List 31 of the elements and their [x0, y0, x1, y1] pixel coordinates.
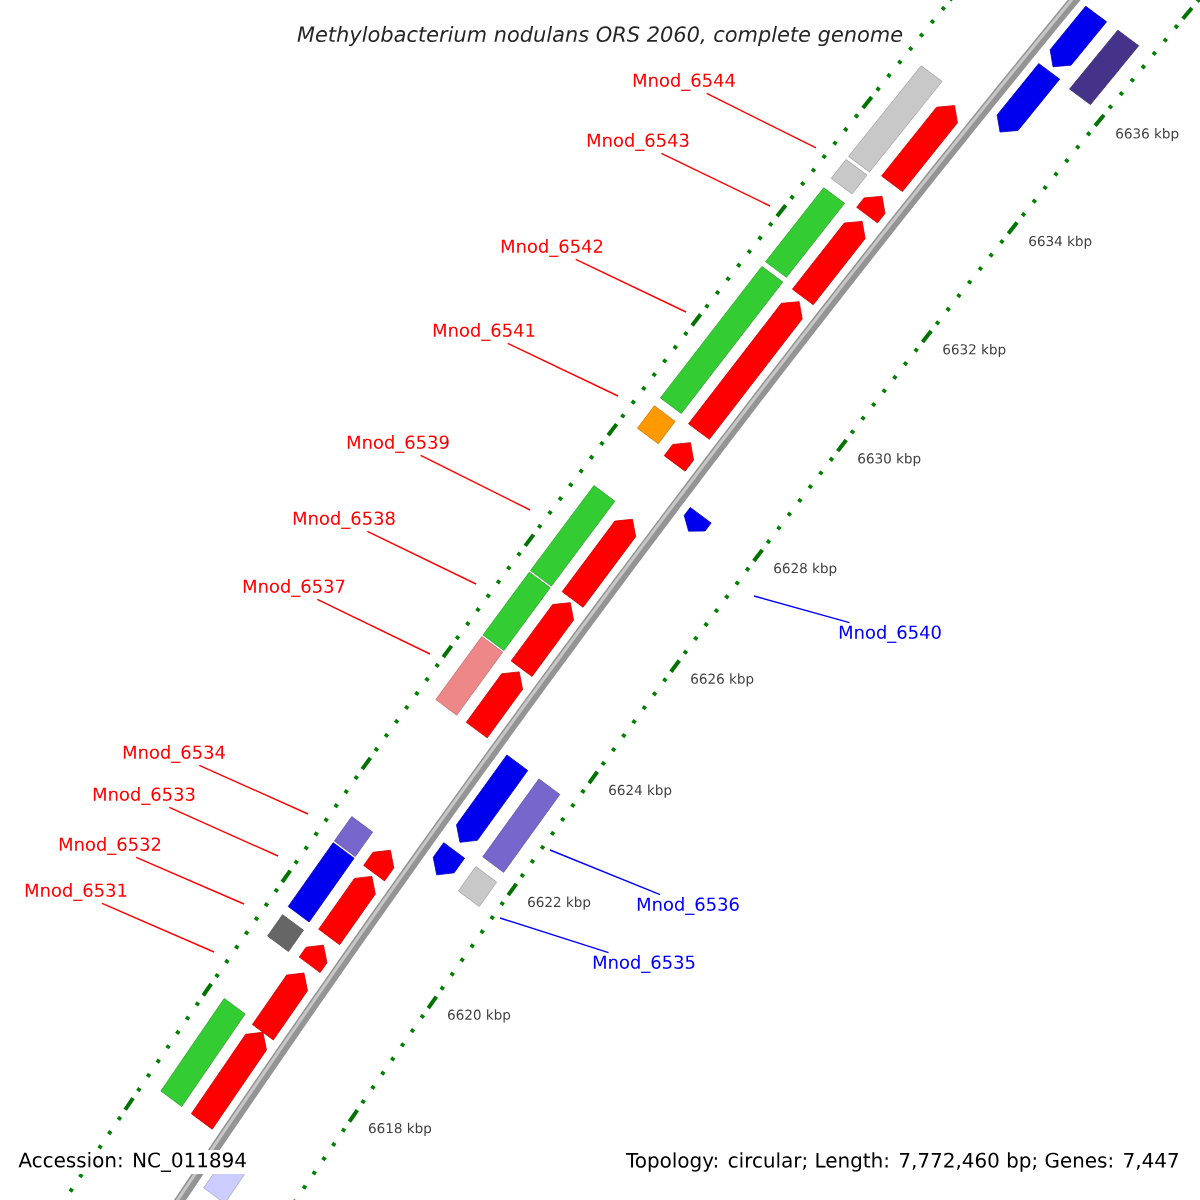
leader-line [507, 342, 619, 397]
gene-label: Mnod_6534 [123, 745, 225, 763]
leader-line [366, 530, 477, 585]
gene-label: Mnod_6538 [293, 511, 395, 529]
gene-label: Mnod_6540 [839, 625, 941, 643]
leader-line [168, 806, 279, 857]
leader-line [419, 454, 531, 511]
leader-line [101, 902, 215, 953]
gene-label: Mnod_6532 [59, 837, 161, 855]
gene-label: Mnod_6544 [633, 73, 735, 91]
gene-label: Mnod_6535 [593, 955, 695, 973]
gene-label: Mnod_6542 [501, 239, 603, 257]
gene-label: Mnod_6539 [347, 435, 449, 453]
genome-info-label: Topology: circular; Length: 7,772,460 bp; Genes: 7,447 [623, 1150, 1182, 1174]
leader-line [198, 764, 309, 815]
leader-line [705, 92, 817, 149]
accession-label: Accession: NC_011894 [16, 1150, 249, 1174]
gene-label: Mnod_6537 [243, 579, 345, 597]
gene-label: Mnod_6536 [637, 897, 739, 915]
leader-line [499, 917, 610, 954]
gene-label: Mnod_6541 [433, 323, 535, 341]
leader-line [549, 849, 661, 896]
gene-label: Mnod_6531 [25, 883, 127, 901]
title: Methylobacterium nodulans ORS 2060, complete genome [297, 25, 903, 47]
gene-label: Mnod_6543 [587, 133, 689, 151]
leader-line [316, 598, 431, 655]
leader-line [753, 595, 851, 624]
leader-line [660, 152, 771, 207]
leader-line [575, 258, 687, 313]
leader-line [135, 856, 245, 905]
gene-label: Mnod_6533 [93, 787, 195, 805]
